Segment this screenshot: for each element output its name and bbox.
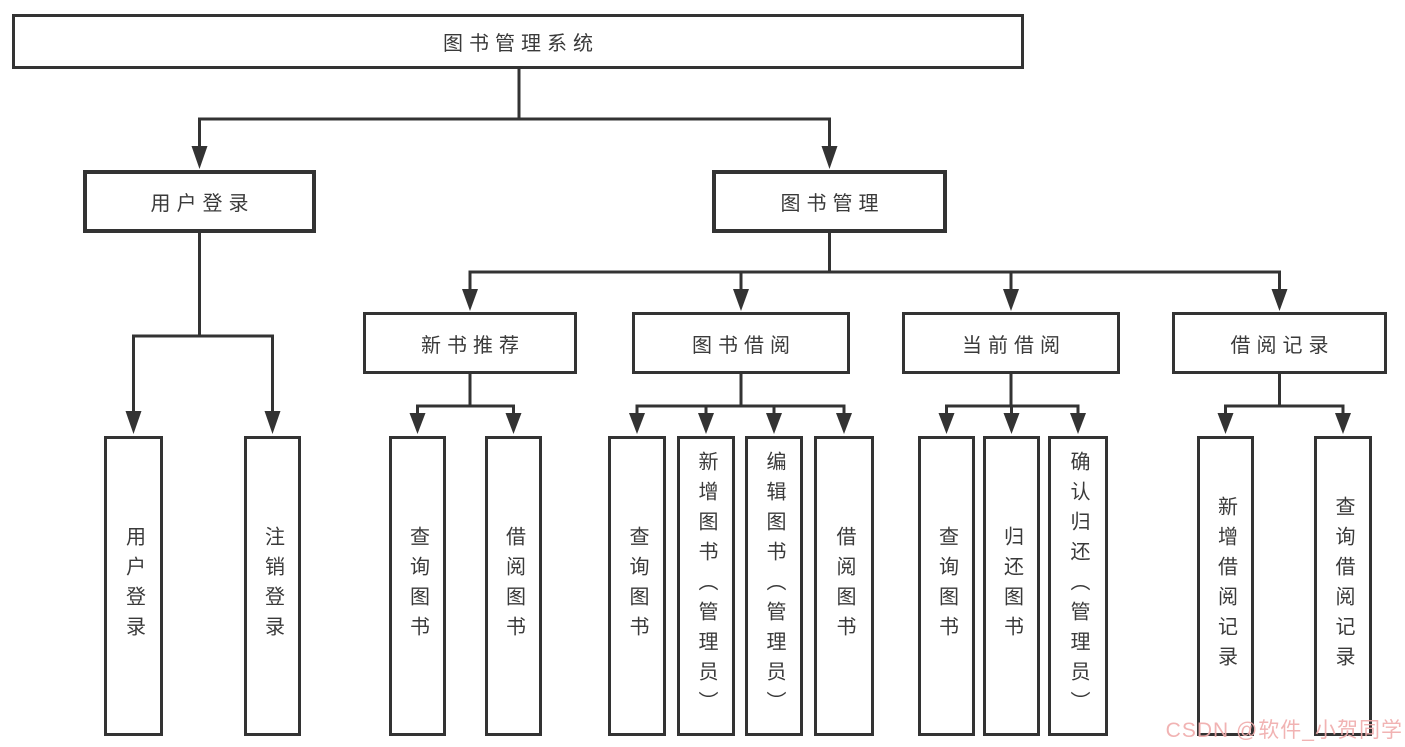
connector-borrow-to-leaves [635, 372, 846, 415]
leaf-user-login: 用户登录 [104, 436, 163, 736]
node-label: 借阅记录 [1230, 334, 1335, 357]
arrowhead [938, 413, 955, 434]
arrowhead [1003, 289, 1019, 311]
node-label: 图书管理系统 [443, 33, 599, 55]
arrowhead [462, 289, 478, 311]
arrowhead [1003, 413, 1020, 434]
arrowhead [766, 413, 782, 434]
node-label: 编辑图书（管理员） [763, 451, 785, 721]
arrowhead [1335, 413, 1351, 434]
arrowhead [1217, 413, 1234, 434]
node-label: 查询借阅记录 [1332, 496, 1354, 676]
connector-recommend-to-leaves [416, 372, 515, 415]
node-label: 归还图书 [1000, 526, 1023, 646]
arrowhead [733, 289, 749, 311]
leaf-borrow-books-recommend: 借阅图书 [485, 436, 542, 736]
node-label: 借阅图书 [502, 526, 525, 646]
arrowhead [191, 146, 208, 169]
connector-records-to-leaves [1224, 372, 1345, 415]
connector-current-to-leaves [945, 372, 1080, 415]
node-label: 新增借阅记录 [1214, 496, 1237, 676]
leaf-borrow-books: 借阅图书 [814, 436, 874, 736]
arrowhead [821, 146, 838, 169]
leaf-query-books-recommend: 查询图书 [389, 436, 446, 736]
node-label: 新书推荐 [421, 334, 525, 357]
node-library-management-system: 图书管理系统 [12, 14, 1024, 69]
node-label: 确认归还（管理员） [1067, 451, 1089, 721]
arrowhead [264, 411, 281, 434]
arrowhead [125, 411, 142, 434]
leaf-query-books-borrow: 查询图书 [608, 436, 666, 736]
node-label: 用户登录 [122, 526, 145, 646]
node-label: 注销登录 [261, 526, 284, 646]
leaf-query-books-current: 查询图书 [918, 436, 975, 736]
arrowhead [505, 413, 522, 434]
leaf-confirm-return-admin: 确认归还（管理员） [1048, 436, 1108, 736]
node-label: 查询图书 [406, 526, 429, 646]
node-borrow-records: 借阅记录 [1172, 312, 1387, 374]
leaf-edit-books-admin: 编辑图书（管理员） [745, 436, 803, 736]
arrowheads [125, 146, 1351, 434]
node-label: 新增图书（管理员） [695, 451, 717, 721]
leaf-query-borrow-record: 查询借阅记录 [1314, 436, 1372, 736]
node-user-login: 用户登录 [83, 170, 316, 233]
arrowhead [698, 413, 714, 434]
leaf-add-borrow-record: 新增借阅记录 [1197, 436, 1254, 736]
arrowhead [836, 413, 852, 434]
node-label: 用户登录 [150, 193, 255, 215]
node-label: 图书管理 [780, 193, 885, 215]
arrowhead [629, 413, 645, 434]
connector-mgmt-to-level3 [468, 231, 1281, 291]
leaf-logout: 注销登录 [244, 436, 301, 736]
connector-login-to-leaves [132, 231, 274, 413]
node-label: 借阅图书 [833, 526, 855, 646]
node-label: 图书借阅 [692, 334, 796, 357]
node-new-book-recommend: 新书推荐 [363, 312, 577, 374]
node-book-borrow: 图书借阅 [632, 312, 850, 374]
csdn-watermark: CSDN @软件_小贺同学 [1165, 719, 1403, 742]
node-current-borrow: 当前借阅 [902, 312, 1120, 374]
arrowhead [1070, 413, 1086, 434]
connector-root-to-level2 [198, 67, 831, 148]
arrowhead [409, 413, 426, 434]
connector-lines [132, 67, 1345, 415]
node-label: 查询图书 [626, 526, 648, 646]
leaf-return-books: 归还图书 [983, 436, 1040, 736]
node-label: 当前借阅 [962, 334, 1066, 357]
node-label: 查询图书 [935, 526, 958, 646]
leaf-add-books-admin: 新增图书（管理员） [677, 436, 735, 736]
node-book-management: 图书管理 [712, 170, 947, 233]
arrowhead [1271, 289, 1288, 311]
